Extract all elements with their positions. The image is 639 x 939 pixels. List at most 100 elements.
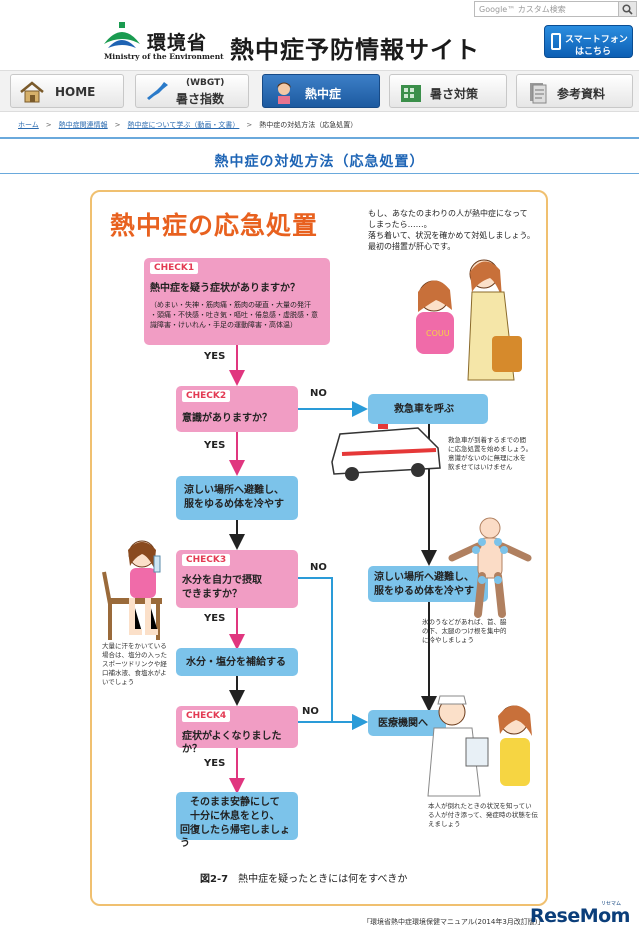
note-line: 本人が倒れたときの状況を知ってい bbox=[428, 802, 532, 810]
hydrate-box: 水分・塩分を補給する bbox=[176, 648, 298, 676]
no-label: NO bbox=[310, 562, 327, 573]
document-icon bbox=[530, 83, 547, 104]
smartphone-label-2: はこちら bbox=[575, 47, 612, 57]
nav-references[interactable]: 参考資料 bbox=[516, 74, 633, 108]
ministry-name-en: Ministry of the Environment bbox=[104, 52, 224, 61]
hospital-note: 本人が倒れたときの状況を知ってい る人が付き添って、発症時の状態を伝 えましょう bbox=[428, 802, 548, 829]
nav-heatstroke[interactable]: 熱中症 bbox=[262, 74, 380, 108]
rest-box: そのまま安静にして 十分に休息をとり、 回復したら帰宅しましょう bbox=[176, 792, 298, 849]
breadcrumb-home[interactable]: ホーム bbox=[18, 121, 39, 129]
house-icon bbox=[20, 81, 44, 103]
note-line: 飲ませてはいけません bbox=[448, 463, 513, 471]
nav-measures[interactable]: 暑さ対策 bbox=[389, 74, 507, 108]
check4-tag: CHECK4 bbox=[182, 710, 231, 722]
search-input[interactable]: Google™ カスタム検索 bbox=[474, 1, 619, 17]
note-line: る人が付き添って、発症時の状態を伝 bbox=[428, 811, 538, 819]
check2-question: 意識がありますか？ bbox=[182, 413, 272, 424]
cool-down2-text-2: 服をゆるめ体を冷やす bbox=[374, 586, 474, 597]
nav-references-label: 参考資料 bbox=[557, 87, 606, 101]
nav-wbgt[interactable]: (WBGT) 暑さ指数 bbox=[135, 74, 249, 108]
nav-wbgt-sub: (WBGT) bbox=[186, 78, 225, 88]
breadcrumb-current: 熱中症の対処方法（応急処置） bbox=[259, 121, 358, 129]
check1-question: 熱中症を疑う症状がありますか？ bbox=[150, 283, 300, 294]
symptom-line: 識障害・けいれん・手足の運動障害・高体温） bbox=[150, 321, 297, 329]
note-line: スポーツドリンクや経 bbox=[102, 660, 167, 668]
cool-down-text-2: 服をゆるめ体を冷やす bbox=[184, 499, 284, 510]
hospital-text: 医療機関へ bbox=[378, 718, 428, 729]
intro-line: 最初の措置が肝心です。 bbox=[368, 242, 456, 251]
figure-heading: 熱中症の応急処置 bbox=[110, 211, 319, 240]
caption-number: 図2-7 bbox=[200, 874, 229, 885]
yes-label: YES bbox=[204, 440, 226, 451]
breadcrumb-learn[interactable]: 熱中症について学ぶ（動画・文書） bbox=[127, 121, 240, 129]
no-label: NO bbox=[302, 706, 319, 717]
note-line: 大量に汗をかいている bbox=[102, 642, 167, 650]
breadcrumb-related[interactable]: 熱中症関連情報 bbox=[58, 121, 108, 129]
note-line: 場合は、塩分の入った bbox=[102, 651, 167, 659]
search-icon bbox=[622, 4, 633, 15]
check4-question: 症状がよくなりましたか？ bbox=[182, 731, 282, 755]
drinking-girl-illustration bbox=[102, 540, 162, 640]
cooling-body-illustration bbox=[448, 517, 532, 618]
check1-symptoms: （めまい・失神・筋肉痛・筋肉の硬直・大量の発汗 ・頭痛・不快感・吐き気・嘔吐・倦… bbox=[150, 300, 330, 330]
breadcrumb: ホーム>熱中症関連情報>熱中症について学ぶ（動画・文書）>熱中症の対処方法（応急… bbox=[18, 121, 358, 129]
note-line: えましょう bbox=[428, 820, 461, 828]
check3-question-1: 水分を自力で摂取 bbox=[182, 575, 262, 586]
svg-text:COUU: COUU bbox=[426, 329, 450, 338]
check1-box: CHECK1 熱中症を疑う症状がありますか？ （めまい・失神・筋肉痛・筋肉の硬直… bbox=[144, 258, 330, 345]
cool-down-text-1: 涼しい場所へ避難し、 bbox=[184, 485, 284, 496]
smartphone-icon bbox=[551, 33, 561, 50]
nav-wbgt-label: 暑さ指数 bbox=[176, 92, 225, 106]
smartphone-button[interactable]: スマートフォン はこちら bbox=[544, 25, 633, 58]
note-line: 口補水液、食塩水がよ bbox=[102, 669, 167, 677]
check4-box: CHECK4 症状がよくなりましたか？ bbox=[176, 706, 298, 755]
doctor-consult-illustration bbox=[427, 695, 532, 797]
rest-text-2: 十分に休息をとり、 bbox=[190, 811, 280, 822]
rest-text-1: そのまま安静にして bbox=[190, 797, 280, 808]
search-button[interactable] bbox=[619, 1, 637, 17]
note-line: 意識がないのに無理に水を bbox=[448, 454, 526, 462]
divider bbox=[0, 137, 639, 139]
page-title: 熱中症の対処方法（応急処置） bbox=[214, 154, 425, 170]
watermark: ReseMom bbox=[530, 905, 630, 927]
sweat-note: 大量に汗をかいている 場合は、塩分の入った スポーツドリンクや経 口補水液、食塩… bbox=[102, 642, 178, 687]
building-icon bbox=[401, 85, 421, 102]
rest-text-3: 回復したら帰宅しましょう bbox=[180, 825, 290, 849]
cool-down-box: 涼しい場所へ避難し、 服をゆるめ体を冷やす bbox=[176, 476, 298, 520]
source-credit: 「環境省熱中症環境保健マニュアル(2014年3月改訂版)」 bbox=[363, 918, 545, 926]
no-label: NO bbox=[310, 388, 327, 399]
intro-line: 落ち着いて、状況を確かめて対処しましょう。 bbox=[368, 231, 535, 240]
note-line: の下、太腿のつけ根を集中的 bbox=[422, 627, 507, 635]
ministry-logo-icon[interactable] bbox=[100, 22, 144, 54]
caption-title: 熱中症を疑ったときには何をすべきか bbox=[238, 874, 408, 885]
check3-box: CHECK3 水分を自力で摂取 できますか？ bbox=[176, 550, 298, 608]
note-line: いでしょう bbox=[102, 678, 135, 686]
yes-label: YES bbox=[204, 613, 226, 624]
nav-heatstroke-label: 熱中症 bbox=[305, 87, 342, 101]
note-line: 救急車が到着するまでの間 bbox=[448, 436, 526, 444]
divider bbox=[0, 173, 639, 174]
check2-box: CHECK2 意識がありますか？ bbox=[176, 386, 298, 432]
intro-line: もし、あなたのまわりの人が熱中症になって bbox=[368, 209, 528, 218]
cool-down2-text-1: 涼しい場所へ避難し、 bbox=[374, 572, 474, 583]
hydrate-text: 水分・塩分を補給する bbox=[186, 657, 286, 668]
figure-intro: もし、あなたのまわりの人が熱中症になって しまったら……。 落ち着いて、状況を確… bbox=[368, 208, 548, 252]
nav-home[interactable]: HOME bbox=[10, 74, 124, 108]
ambulance-note: 救急車が到着するまでの間 に応急処置を始めましょう。 意識がないのに無理に水を … bbox=[448, 436, 548, 472]
check3-tag: CHECK3 bbox=[182, 554, 231, 566]
figure-caption: 図2-7 熱中症を疑ったときには何をすべきか bbox=[200, 870, 407, 885]
cool-down-note: 氷のうなどがあれば、首、脇 の下、太腿のつけ根を集中的 に冷やしましょう bbox=[422, 618, 532, 645]
check1-tag: CHECK1 bbox=[150, 262, 199, 274]
check2-tag: CHECK2 bbox=[182, 390, 231, 402]
ambulance-box: 救急車を呼ぶ bbox=[368, 394, 488, 424]
watermark-small: リセマム bbox=[601, 901, 622, 907]
yes-label: YES bbox=[204, 758, 226, 769]
ambulance-text: 救急車を呼ぶ bbox=[394, 404, 454, 415]
top-bar: Google™ カスタム検索 bbox=[0, 0, 639, 18]
check3-question-2: できますか？ bbox=[182, 589, 242, 600]
ministry-name: 環境省 bbox=[147, 32, 208, 54]
note-line: 氷のうなどがあれば、首、脇 bbox=[422, 618, 507, 626]
site-title[interactable]: 熱中症予防情報サイト bbox=[230, 36, 480, 64]
ambulance-illustration bbox=[331, 424, 441, 481]
caregiver-illustration: COUU bbox=[416, 259, 522, 381]
